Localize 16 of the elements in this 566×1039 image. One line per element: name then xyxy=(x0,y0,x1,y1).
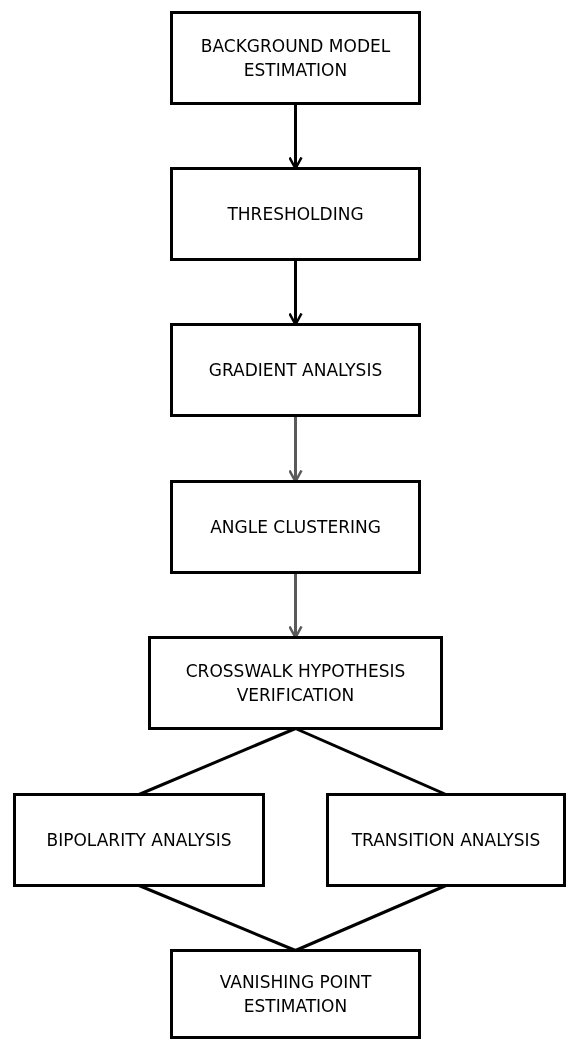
process-box xyxy=(148,636,443,730)
box-label: VANISHING POINT ESTIMATION xyxy=(218,971,373,1018)
box-label: GRADIENT ANALYSIS xyxy=(208,359,383,382)
box-label: THRESHOLDING xyxy=(227,203,364,226)
process-box xyxy=(170,167,421,261)
box-label: BIPOLARITY ANALYSIS xyxy=(46,829,232,852)
process-box xyxy=(170,11,421,105)
box-label: ANGLE CLUSTERING xyxy=(210,516,381,539)
process-box xyxy=(170,949,421,1039)
box-label: BACKGROUND MODEL ESTIMATION xyxy=(199,35,392,82)
process-box xyxy=(170,480,421,574)
box-label: TRANSITION ANALYSIS xyxy=(351,829,541,852)
process-box xyxy=(170,323,421,417)
process-box xyxy=(13,793,265,887)
box-label: CROSSWALK HYPOTHESIS VERIFICATION xyxy=(184,660,407,707)
process-box xyxy=(326,793,566,887)
